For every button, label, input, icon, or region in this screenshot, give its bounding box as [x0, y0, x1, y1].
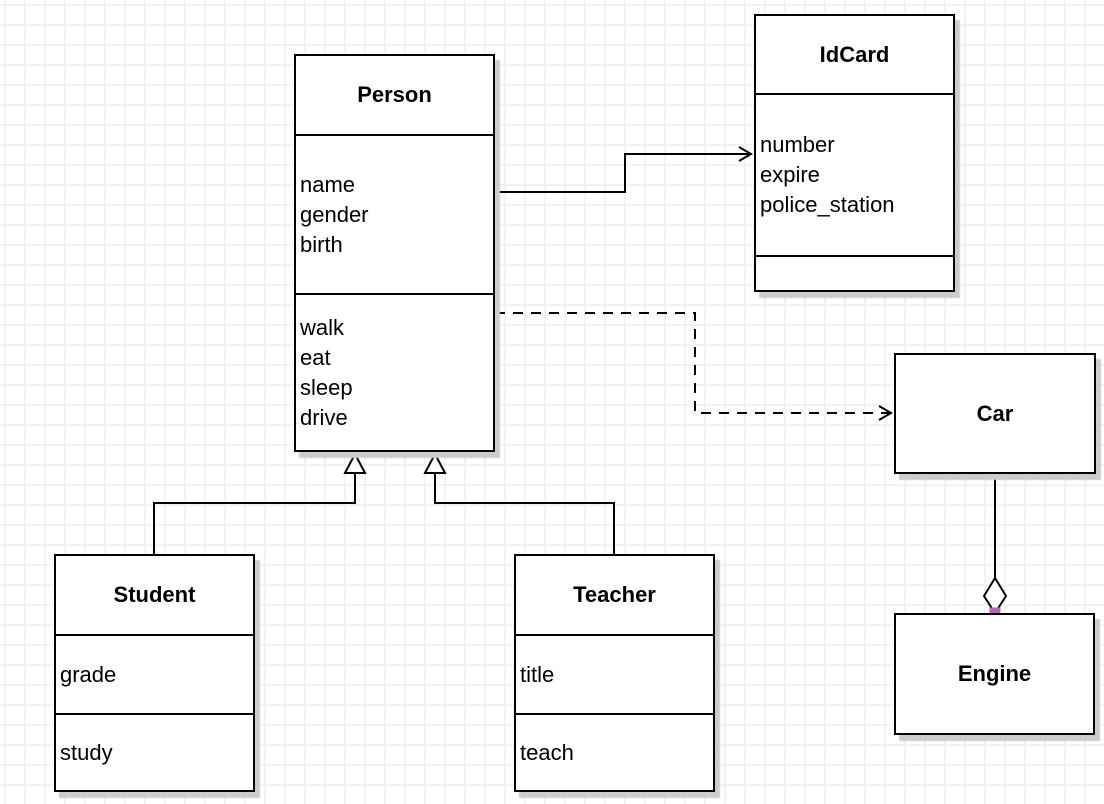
- class-teacher-attributes: title: [516, 636, 713, 715]
- class-student-methods: study: [56, 715, 253, 790]
- generalization-triangle-teacher: [423, 451, 447, 474]
- class-person-title: Person: [296, 56, 493, 136]
- method-label: sleep: [300, 374, 353, 400]
- class-car-title: Car: [976, 400, 1014, 426]
- method-label: walk: [300, 314, 345, 340]
- class-idcard-methods: [756, 257, 953, 290]
- class-car[interactable]: Car: [894, 353, 1096, 474]
- class-student-title: Student: [56, 556, 253, 636]
- attribute-label: expire: [760, 162, 820, 187]
- attribute-label: name: [300, 171, 356, 197]
- method-label: drive: [300, 404, 348, 430]
- edge-person-car-dependency[interactable]: [495, 312, 893, 421]
- attribute-label: police_station: [760, 192, 895, 217]
- aggregation-diamond: [982, 576, 1008, 615]
- class-student[interactable]: Student grade study: [54, 554, 255, 792]
- edge-teacher-person-generalization[interactable]: [434, 473, 615, 554]
- edge-student-person-generalization[interactable]: [153, 473, 356, 554]
- attribute-label: title: [520, 661, 555, 687]
- class-teacher-methods: teach: [516, 715, 713, 790]
- class-student-attributes: grade: [56, 636, 253, 715]
- class-idcard-attributes: number expire police_station: [756, 95, 953, 257]
- class-idcard-title: IdCard: [756, 16, 953, 95]
- attribute-label: gender: [300, 201, 369, 227]
- generalization-triangle-student: [343, 451, 367, 474]
- class-teacher[interactable]: Teacher title teach: [514, 554, 715, 792]
- class-engine-title: Engine: [957, 661, 1032, 686]
- class-idcard[interactable]: IdCard number expire police_station: [754, 14, 955, 292]
- method-label: teach: [520, 739, 574, 765]
- class-person[interactable]: Person name gender birth walk eat sleep …: [294, 54, 495, 452]
- class-teacher-title: Teacher: [516, 556, 713, 636]
- attribute-label: number: [760, 132, 835, 157]
- edge-person-idcard-association[interactable]: [495, 146, 753, 193]
- attribute-label: grade: [60, 661, 117, 687]
- class-person-attributes: name gender birth: [296, 136, 493, 295]
- method-label: study: [60, 739, 113, 765]
- method-label: eat: [300, 344, 331, 370]
- class-engine[interactable]: Engine: [894, 613, 1095, 735]
- attribute-label: birth: [300, 231, 343, 257]
- class-person-methods: walk eat sleep drive: [296, 295, 493, 450]
